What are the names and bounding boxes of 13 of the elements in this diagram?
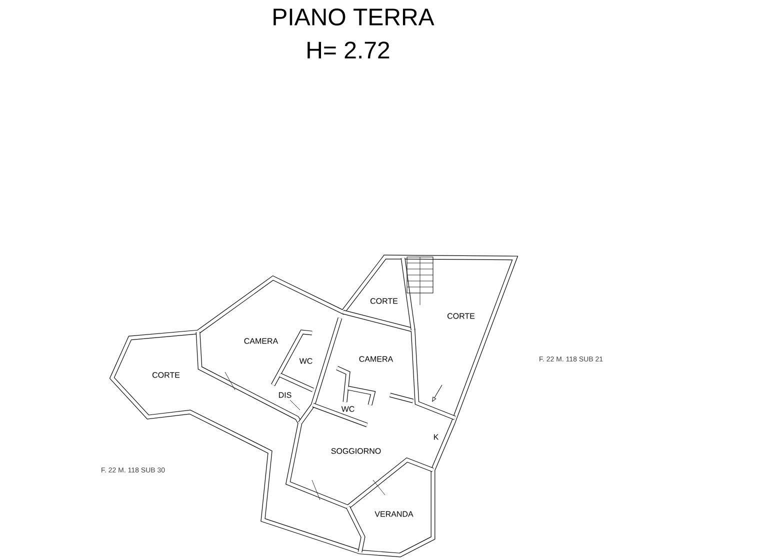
room-label: CAMERA	[244, 338, 278, 344]
room-label: SOGGIORNO	[331, 448, 381, 454]
room-label: CAMERA	[359, 356, 394, 362]
room-label: DIS	[279, 392, 292, 398]
title: PIANO TERRA	[274, 8, 434, 26]
room-label: CORTE	[447, 313, 475, 319]
room-label: K	[434, 434, 439, 440]
room-label: WC	[341, 406, 354, 412]
heading: H= 2.72	[308, 42, 390, 58]
room-label: VERANDA	[374, 511, 414, 517]
room-label: CORTE	[370, 298, 398, 304]
room-label: WC	[299, 358, 312, 364]
room-label: CORTE	[152, 372, 180, 378]
